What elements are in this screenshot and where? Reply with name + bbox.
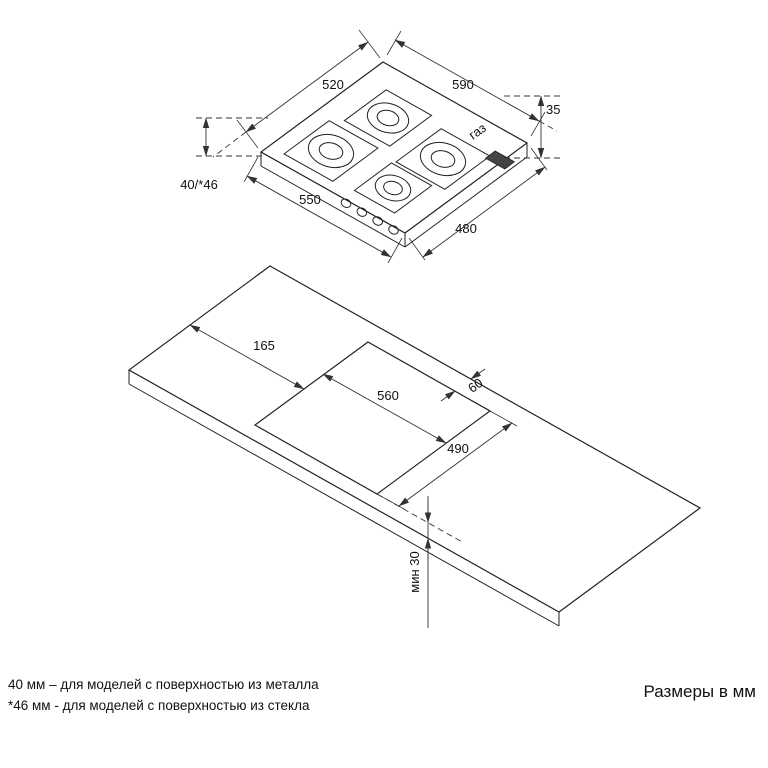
worktop-cutout-view: 165 60 560 490 мин 30 <box>127 265 702 628</box>
cutout-front-min-label: мин 30 <box>407 551 422 592</box>
cutout-front-extension <box>376 493 465 544</box>
dim-40-46 <box>196 117 268 157</box>
gas-offset-label: 35 <box>546 102 560 117</box>
cutout-rear-gap-label: 60 <box>465 375 486 396</box>
dim-560 <box>322 373 447 444</box>
gas-inlet <box>484 150 516 170</box>
dim-35 <box>504 95 562 159</box>
dim-165 <box>189 324 305 390</box>
control-knobs <box>340 198 399 235</box>
burner-front <box>353 162 433 214</box>
gas-label: газ <box>466 120 489 142</box>
hob-width-inner-label: 520 <box>322 77 344 92</box>
knob <box>356 207 368 217</box>
knob <box>388 225 399 235</box>
knob <box>340 198 352 208</box>
hob-depth-total-label: 550 <box>299 192 321 207</box>
burner-rear <box>343 89 433 147</box>
cutout-side-label: 165 <box>253 338 275 353</box>
footnote-metal: 40 мм – для моделей с поверхностью из ме… <box>8 677 319 692</box>
hob-isometric-view: 520 590 35 газ 40/*46 <box>180 29 562 264</box>
pan-support <box>343 89 433 147</box>
knob <box>372 216 383 226</box>
hob-width-total-label: 590 <box>452 77 474 92</box>
cutout-opening <box>253 341 492 495</box>
hob-height-label: 40/*46 <box>180 177 218 192</box>
worktop-front-thickness <box>128 370 560 627</box>
dim-490 <box>376 410 518 510</box>
dim-520 <box>212 29 381 158</box>
dim-480 <box>408 147 548 261</box>
hob-depth-inner-label: 480 <box>455 221 477 236</box>
cutout-width-label: 560 <box>377 388 399 403</box>
dim-550 <box>243 156 403 264</box>
hob-surface-outline <box>259 61 529 234</box>
footnote-glass: *46 мм - для моделей с поверхностью из с… <box>8 698 310 713</box>
footnotes: 40 мм – для моделей с поверхностью из ме… <box>8 674 319 716</box>
cutout-depth-label: 490 <box>447 441 469 456</box>
burner-left <box>283 120 379 182</box>
pan-support <box>283 120 379 182</box>
pan-support <box>353 162 433 214</box>
units-caption: Размеры в мм <box>643 682 756 701</box>
